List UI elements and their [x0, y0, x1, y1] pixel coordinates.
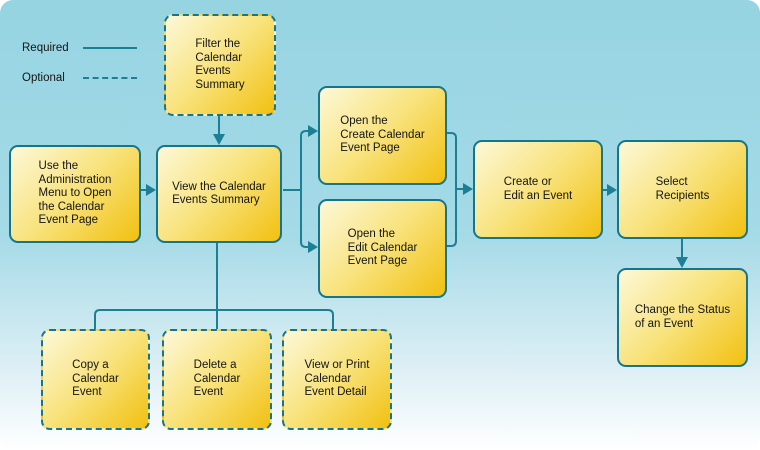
- connector-split-vertical: [300, 130, 308, 248]
- flow-box-label: View or Print Calendar Event Detail: [304, 359, 370, 399]
- flow-box-label: Copy a Calendar Event: [72, 359, 119, 399]
- arrowhead-merge-to-create-edit: [463, 183, 473, 195]
- arrowhead-admin-to-view: [146, 184, 156, 196]
- flow-box-select-recipients: Select Recipients: [617, 140, 748, 239]
- flow-box-label: Select Recipients: [655, 176, 710, 202]
- flow-box-label: Open the Edit Calendar Event Page: [347, 228, 418, 268]
- flow-box-create-or-edit-an-event: Create or Edit an Event: [473, 140, 603, 239]
- connector-optional-tree: [94, 309, 334, 329]
- flow-box-label: View the Calendar Events Summary: [172, 180, 266, 207]
- flow-box-label: Delete a Calendar Event: [193, 359, 241, 399]
- flow-box-change-the-status-of-an-event: Change the Status of an Event: [617, 268, 748, 367]
- arrowhead-split-to-edit: [308, 241, 318, 253]
- flow-box-label: Change the Status of an Event: [634, 304, 731, 330]
- legend-required-line-sample: [83, 47, 137, 49]
- flow-box-label: Filter the Calendar Events Summary: [195, 38, 245, 91]
- flow-box-open-edit-calendar-event-page: Open the Edit Calendar Event Page: [318, 199, 447, 298]
- flow-box-view-calendar-events-summary: View the Calendar Events Summary: [156, 145, 282, 243]
- flow-box-view-or-print-calendar-event-detail: View or Print Calendar Event Detail: [282, 329, 392, 430]
- flow-box-label: Use the Administration Menu to Open the …: [38, 160, 112, 227]
- legend-required: Required: [22, 42, 137, 54]
- legend-required-label: Required: [22, 42, 69, 54]
- legend-optional-line-sample: [83, 77, 137, 79]
- flow-box-label: Open the Create Calendar Event Page: [340, 115, 425, 155]
- arrowhead-create-edit-to-select: [607, 184, 617, 196]
- flow-box-delete-a-calendar-event: Delete a Calendar Event: [162, 329, 272, 430]
- flow-box-open-create-calendar-event-page: Open the Create Calendar Event Page: [318, 86, 447, 185]
- connector-merge-vertical: [446, 132, 457, 247]
- arrowhead-filter-to-view: [213, 134, 225, 145]
- arrowhead-select-to-change-status: [676, 257, 688, 268]
- flow-box-copy-a-calendar-event: Copy a Calendar Event: [41, 329, 150, 430]
- arrowhead-split-to-create: [308, 125, 318, 137]
- legend-optional: Optional: [22, 72, 137, 84]
- legend-optional-label: Optional: [22, 72, 65, 84]
- flow-box-use-administration-menu: Use the Administration Menu to Open the …: [9, 145, 141, 243]
- flow-box-filter-calendar-events-summary: Filter the Calendar Events Summary: [164, 14, 276, 116]
- flow-box-label: Create or Edit an Event: [503, 176, 573, 202]
